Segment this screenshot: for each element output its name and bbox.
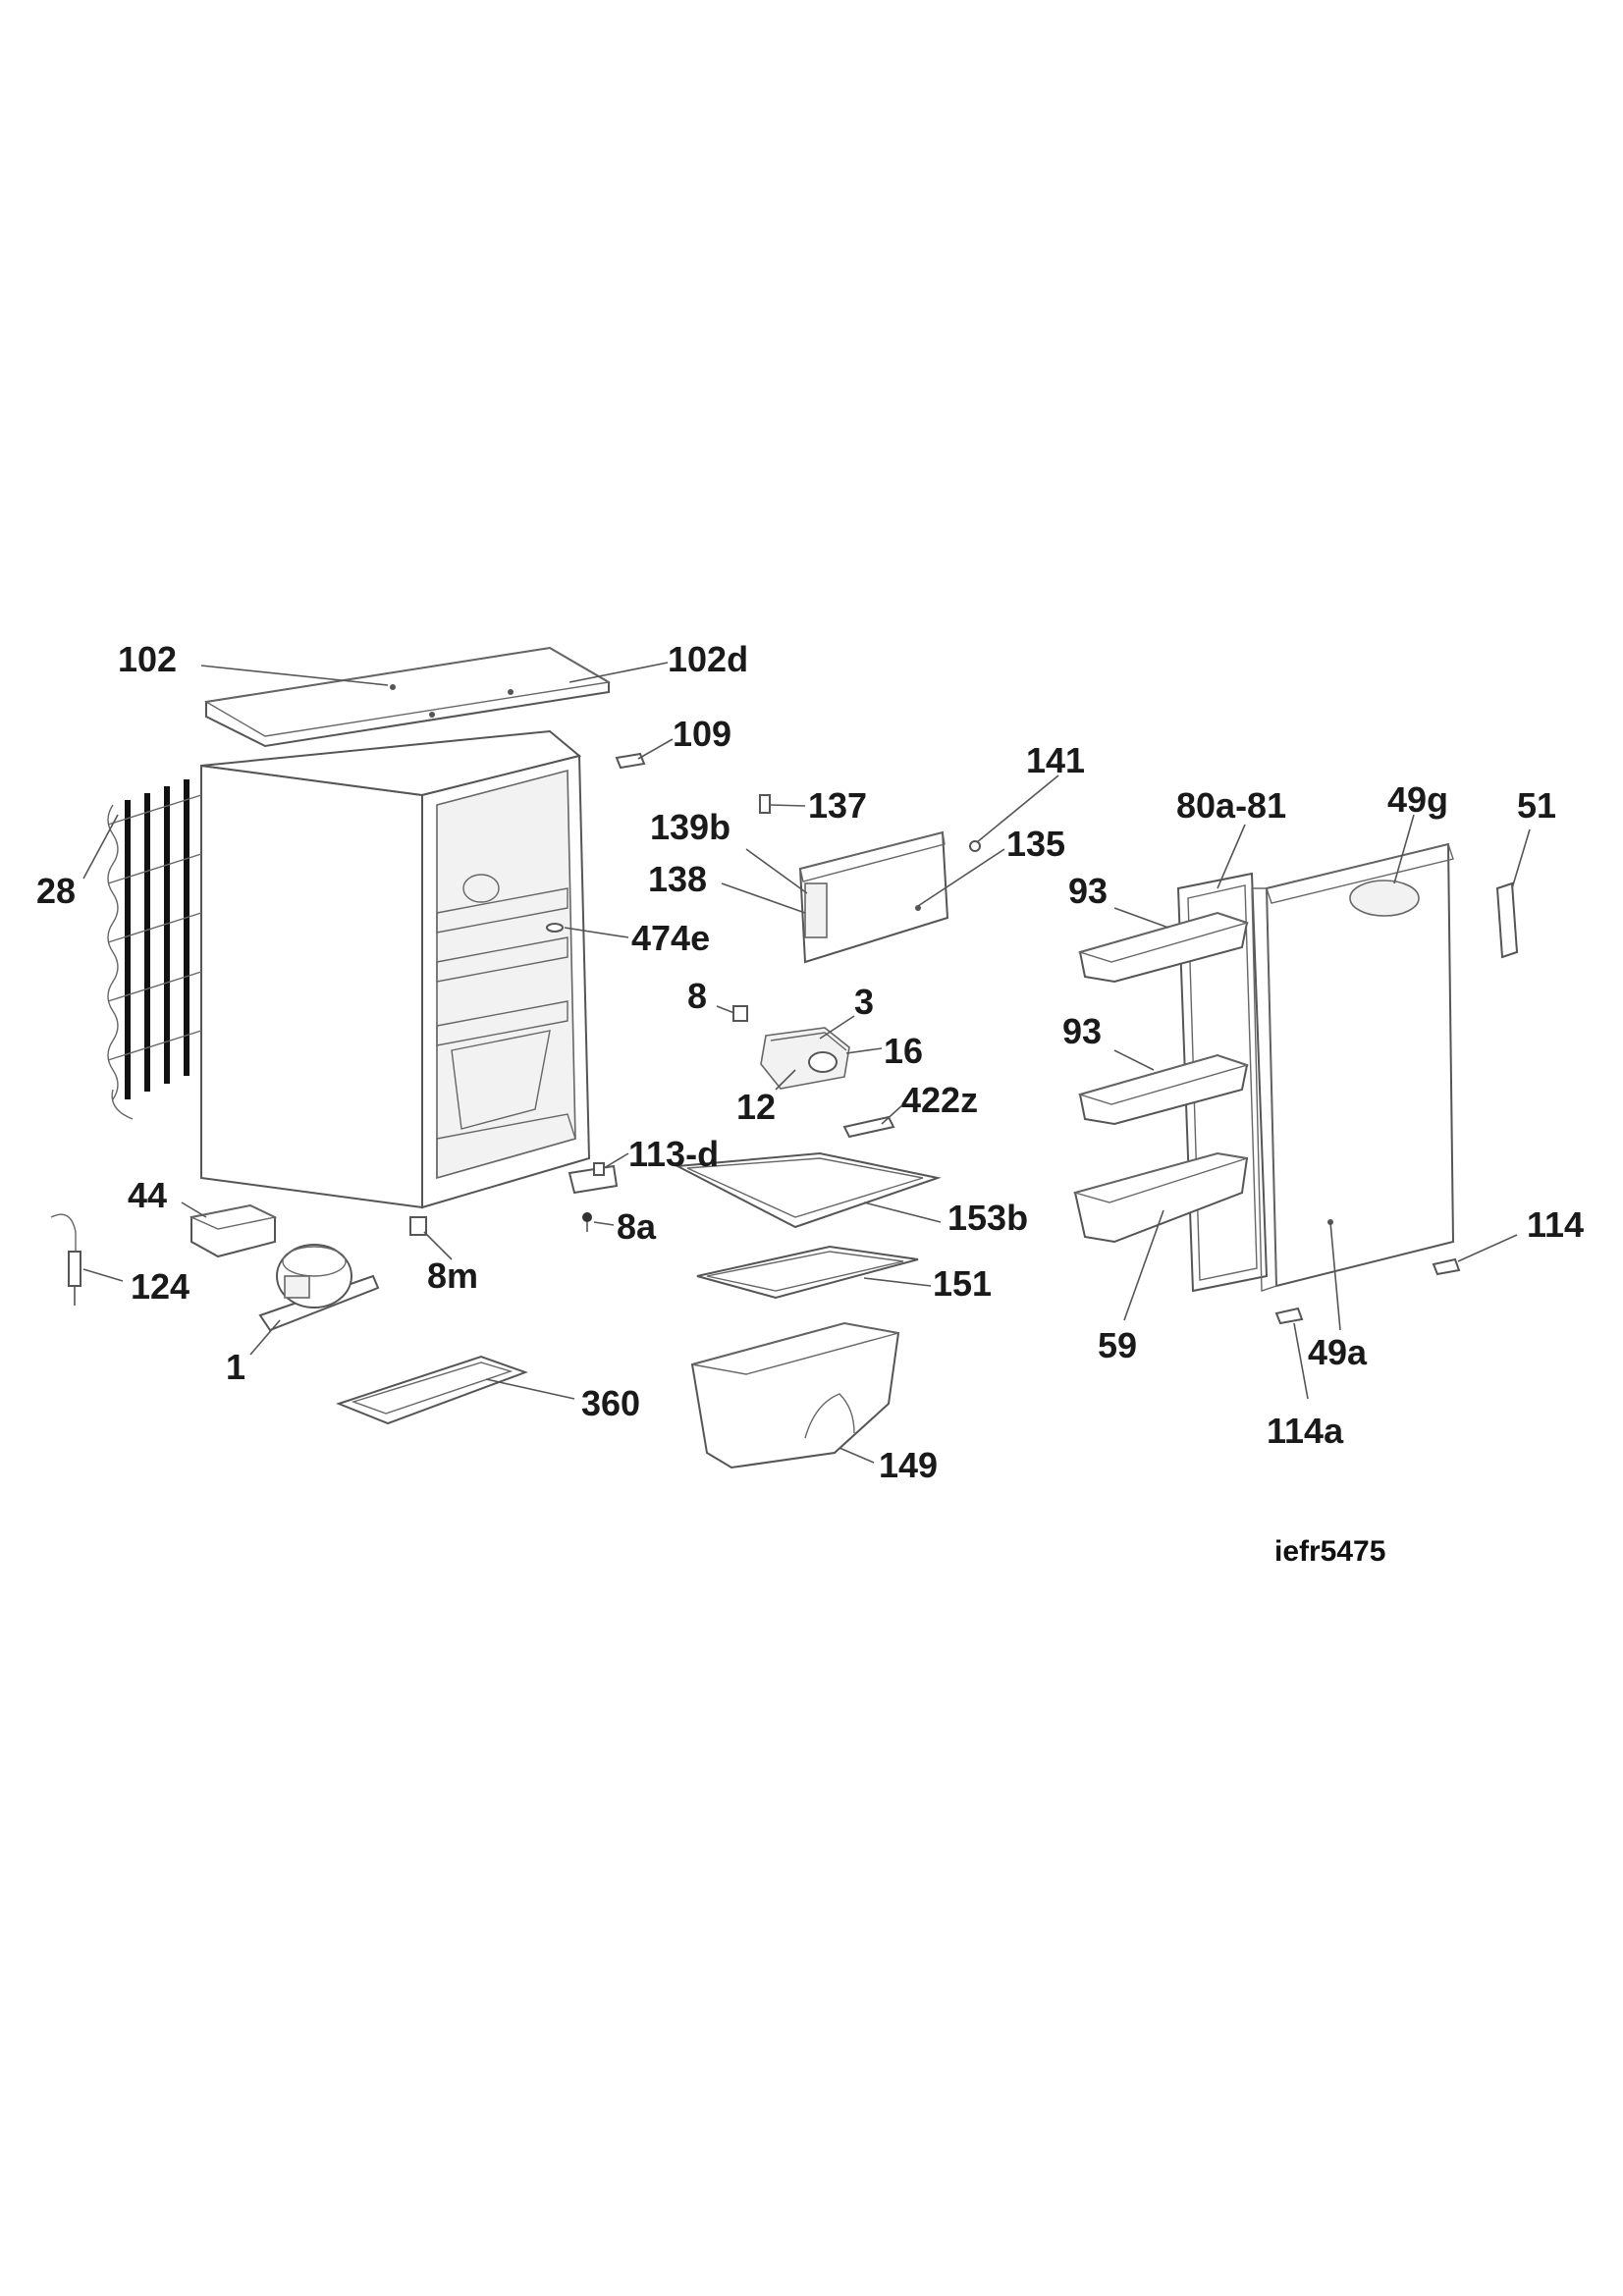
- callout-138: 138: [648, 859, 707, 899]
- callout-474e: 474e: [631, 918, 710, 958]
- top-cover: [203, 646, 612, 748]
- callout-114: 114: [1527, 1204, 1584, 1245]
- callout-139b: 139b: [650, 807, 730, 847]
- callout-8: 8: [687, 976, 707, 1016]
- callout-102d: 102d: [668, 639, 748, 679]
- callout-93-upper: 93: [1068, 871, 1108, 911]
- callout-59: 59: [1098, 1325, 1137, 1365]
- part-124: [50, 1213, 81, 1306]
- compressor: [258, 1244, 380, 1332]
- freezer-door: [798, 830, 981, 964]
- crisper-drawer-149: [690, 1321, 900, 1469]
- callout-135: 135: [1006, 824, 1065, 864]
- cabinet-body: [200, 729, 591, 1209]
- callout-3: 3: [854, 982, 874, 1022]
- callout-8a: 8a: [617, 1206, 657, 1247]
- callout-137: 137: [808, 785, 867, 826]
- door-balcony-middle: [1077, 1053, 1250, 1126]
- crisper-cover-151: [696, 1245, 919, 1300]
- part-114a: [1274, 1307, 1304, 1325]
- part-8m: [409, 1216, 427, 1236]
- callout-141: 141: [1026, 740, 1085, 780]
- callout-153b: 153b: [947, 1198, 1028, 1238]
- callout-93-middle: 93: [1062, 1011, 1102, 1051]
- callout-49g: 49g: [1387, 779, 1448, 820]
- callout-102: 102: [118, 639, 177, 679]
- part-113d: [568, 1162, 619, 1195]
- callout-28: 28: [36, 871, 76, 911]
- callout-422z: 422z: [901, 1080, 978, 1120]
- callout-114a: 114a: [1267, 1411, 1344, 1451]
- callout-labels: 102 102d 109 28 474e 137 139b 138 141 13…: [36, 639, 1584, 1485]
- door-balcony-upper: [1077, 911, 1250, 984]
- door-panel: [1251, 842, 1455, 1292]
- callout-44: 44: [128, 1175, 167, 1215]
- model-code: iefr5475: [1274, 1535, 1385, 1568]
- part-137: [759, 794, 771, 814]
- part-44: [189, 1203, 278, 1258]
- callout-149: 149: [879, 1445, 938, 1485]
- part-8a: [582, 1212, 592, 1232]
- part-474e: [546, 923, 564, 933]
- callout-113d: 113-d: [628, 1134, 719, 1174]
- callout-16: 16: [884, 1031, 923, 1071]
- door-balcony-bottle-59: [1072, 1151, 1249, 1244]
- callout-124: 124: [131, 1266, 189, 1307]
- callout-12: 12: [736, 1087, 776, 1127]
- part-422z: [842, 1115, 895, 1139]
- door-handle: [1495, 881, 1519, 959]
- part-109: [615, 752, 646, 770]
- condenser-coil: [107, 779, 202, 1120]
- callout-51: 51: [1517, 785, 1556, 826]
- callout-8m: 8m: [427, 1255, 478, 1296]
- leader-lines: [82, 662, 1531, 1464]
- glass-shelf-153b: [674, 1151, 942, 1229]
- part-360: [336, 1355, 528, 1425]
- thermostat-housing: [732, 1005, 850, 1090]
- callout-360: 360: [581, 1383, 640, 1423]
- callout-1: 1: [226, 1347, 245, 1387]
- callout-109: 109: [673, 714, 731, 754]
- callout-49a: 49a: [1308, 1332, 1368, 1372]
- callout-80a-81: 80a-81: [1176, 785, 1286, 826]
- part-114: [1432, 1257, 1461, 1276]
- callout-151: 151: [933, 1263, 992, 1304]
